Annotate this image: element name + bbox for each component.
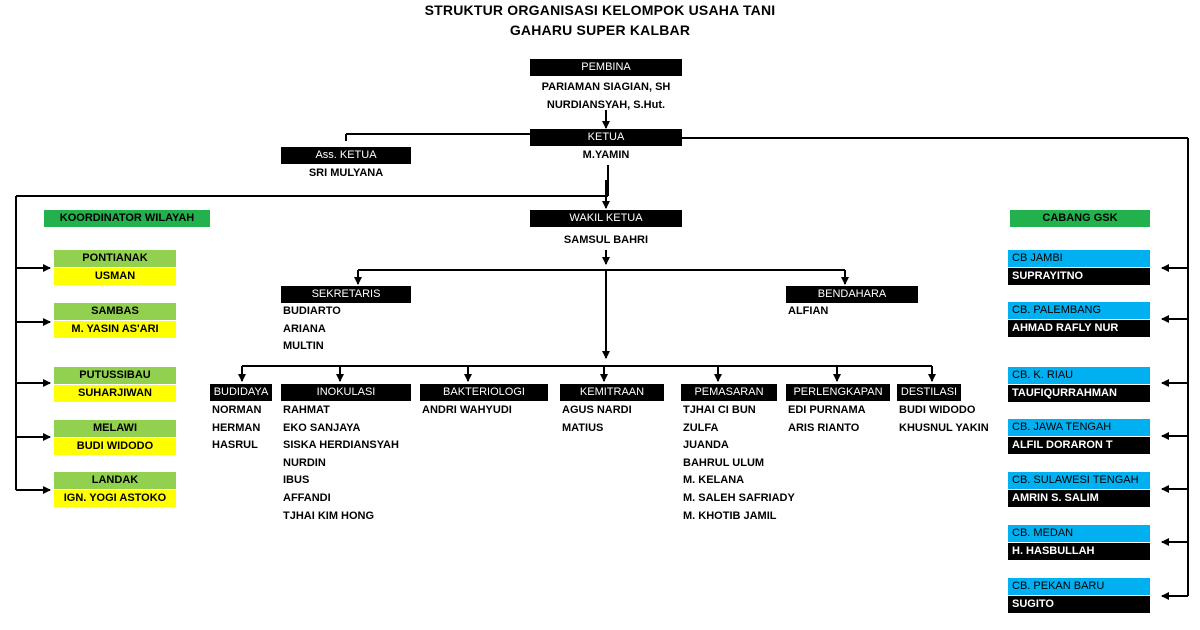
division-member: TJHAI KIM HONG bbox=[283, 509, 375, 522]
division-member: TJHAI CI BUN bbox=[683, 404, 756, 416]
division-member: M. SALEH SAFRIADY bbox=[683, 491, 795, 504]
koordinator-name: SUHARJIWAN bbox=[54, 385, 176, 402]
sekretaris-name: MULTIN bbox=[283, 340, 324, 353]
cabang-branch: CB. PALEMBANG bbox=[1008, 302, 1150, 319]
division-perlengkapan-box: PERLENGKAPAN bbox=[786, 384, 890, 401]
page-subtitle: GAHARU SUPER KALBAR bbox=[509, 22, 691, 38]
cabang-header: CABANG GSK bbox=[1010, 210, 1150, 227]
koordinator-region: SAMBAS bbox=[54, 303, 176, 320]
ketua-names: M.YAMIN bbox=[530, 147, 682, 165]
koordinator-header: KOORDINATOR WILAYAH bbox=[44, 210, 210, 227]
division-destilasi-box: DESTILASI bbox=[897, 384, 961, 401]
bendahara-names: ALFIAN bbox=[788, 303, 828, 321]
cabang-branch: CB. JAWA TENGAH bbox=[1008, 419, 1150, 436]
pembina-name: PARIAMAN SIAGIAN, SH bbox=[541, 81, 671, 93]
sekretaris-box: SEKRETARIS bbox=[281, 286, 411, 303]
koordinator-name: M. YASIN AS'ARI bbox=[54, 321, 176, 338]
division-pemasaran-box: PEMASARAN bbox=[681, 384, 777, 401]
division-budidaya-names: NORMAN HERMAN HASRUL bbox=[212, 402, 262, 455]
cabang-branch: CB. MEDAN bbox=[1008, 525, 1150, 542]
division-perlengkapan-names: EDI PURNAMA ARIS RIANTO bbox=[788, 402, 866, 437]
division-member: ANDRI WAHYUDI bbox=[422, 404, 512, 416]
sekretaris-names: BUDIARTO ARIANA MULTIN bbox=[283, 303, 341, 356]
division-member: SISKA HERDIANSYAH bbox=[283, 439, 399, 452]
cabang-name: AHMAD RAFLY NUR bbox=[1008, 320, 1150, 337]
cabang-branch: CB. SULAWESI TENGAH bbox=[1008, 472, 1150, 489]
cabang-name: SUPRAYITNO bbox=[1008, 268, 1150, 285]
division-inokulasi-names: RAHMAT EKO SANJAYA SISKA HERDIANSYAH NUR… bbox=[283, 402, 399, 525]
division-member: HASRUL bbox=[212, 439, 258, 452]
koordinator-name: BUDI WIDODO bbox=[54, 438, 176, 455]
cabang-name: ALFIL DORARON T bbox=[1008, 437, 1150, 454]
division-member: M. KHOTIB JAMIL bbox=[683, 509, 777, 522]
ass-ketua-names: SRI MULYANA bbox=[281, 165, 411, 183]
pembina-box: PEMBINA bbox=[530, 59, 682, 76]
koordinator-name: USMAN bbox=[54, 268, 176, 285]
koordinator-region: PONTIANAK bbox=[54, 250, 176, 267]
sekretaris-name: ARIANA bbox=[283, 322, 326, 335]
ketua-name: M.YAMIN bbox=[582, 149, 630, 161]
division-bakteriologi-box: BAKTERIOLOGI bbox=[420, 384, 548, 401]
koordinator-region: LANDAK bbox=[54, 472, 176, 489]
division-kemitraan-box: KEMITRAAN bbox=[560, 384, 664, 401]
division-member: BAHRUL ULUM bbox=[683, 456, 765, 469]
ketua-box: KETUA bbox=[530, 129, 682, 146]
division-member: EKO SANJAYA bbox=[283, 421, 361, 434]
cabang-branch: CB. K. RIAU bbox=[1008, 367, 1150, 384]
division-member: MATIUS bbox=[562, 421, 604, 434]
wakil-ketua-names: SAMSUL BAHRI bbox=[530, 232, 682, 250]
page-title: STRUKTUR ORGANISASI KELOMPOK USAHA TANI bbox=[424, 2, 776, 18]
cabang-name: AMRIN S. SALIM bbox=[1008, 490, 1150, 507]
koordinator-name: IGN. YOGI ASTOKO bbox=[54, 490, 176, 507]
division-member: RAHMAT bbox=[283, 404, 330, 416]
division-destilasi-names: BUDI WIDODO KHUSNUL YAKIN bbox=[899, 402, 989, 437]
wakil-ketua-box: WAKIL KETUA bbox=[530, 210, 682, 227]
division-budidaya-box: BUDIDAYA bbox=[210, 384, 272, 401]
division-kemitraan-names: AGUS NARDI MATIUS bbox=[562, 402, 632, 437]
cabang-name: H. HASBULLAH bbox=[1008, 543, 1150, 560]
koordinator-region: PUTUSSIBAU bbox=[54, 367, 176, 384]
bendahara-name: ALFIAN bbox=[788, 305, 829, 317]
division-member: ZULFA bbox=[683, 421, 719, 434]
division-inokulasi-box: INOKULASI bbox=[281, 384, 411, 401]
division-member: AFFANDI bbox=[283, 491, 331, 504]
division-member: ARIS RIANTO bbox=[788, 421, 860, 434]
division-member: IBUS bbox=[283, 474, 310, 487]
division-member: NORMAN bbox=[212, 404, 262, 416]
division-member: M. KELANA bbox=[683, 474, 745, 487]
pembina-names: PARIAMAN SIAGIAN, SH NURDIANSYAH, S.Hut. bbox=[530, 79, 682, 114]
division-member: HERMAN bbox=[212, 421, 261, 434]
cabang-branch: CB JAMBI bbox=[1008, 250, 1150, 267]
ass-ketua-box: Ass. KETUA bbox=[281, 147, 411, 164]
cabang-name: TAUFIQURRAHMAN bbox=[1008, 385, 1150, 402]
division-bakteriologi-names: ANDRI WAHYUDI bbox=[422, 402, 512, 420]
division-member: NURDIN bbox=[283, 456, 326, 469]
division-member: EDI PURNAMA bbox=[788, 404, 866, 416]
division-member: JUANDA bbox=[683, 439, 729, 452]
cabang-branch: CB. PEKAN BARU bbox=[1008, 578, 1150, 595]
division-pemasaran-names: TJHAI CI BUN ZULFA JUANDA BAHRUL ULUM M.… bbox=[683, 402, 795, 525]
division-member: KHUSNUL YAKIN bbox=[899, 421, 989, 434]
sekretaris-name: BUDIARTO bbox=[283, 305, 341, 317]
ass-ketua-name: SRI MULYANA bbox=[308, 167, 384, 179]
koordinator-region: MELAWI bbox=[54, 420, 176, 437]
cabang-name: SUGITO bbox=[1008, 596, 1150, 613]
division-member: BUDI WIDODO bbox=[899, 404, 976, 416]
division-member: AGUS NARDI bbox=[562, 404, 632, 416]
pembina-name: NURDIANSYAH, S.Hut. bbox=[546, 98, 666, 111]
bendahara-box: BENDAHARA bbox=[786, 286, 918, 303]
wakil-ketua-name: SAMSUL BAHRI bbox=[563, 234, 649, 246]
